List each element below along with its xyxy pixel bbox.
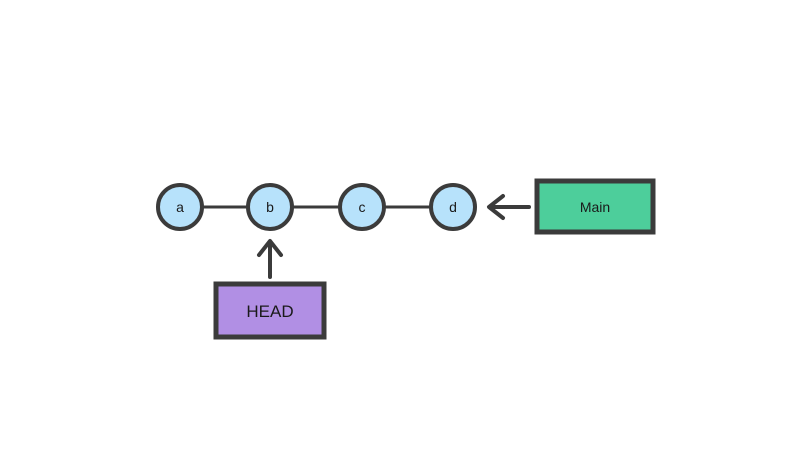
- main-branch-label: Main: [580, 199, 610, 215]
- commit-node-a: [156, 183, 204, 231]
- commit-node-d: [429, 183, 477, 231]
- head-arrow-icon: [257, 239, 283, 279]
- branch-arrow-icon: [487, 194, 531, 220]
- head-rect: [213, 281, 327, 340]
- commit-label-a: a: [176, 199, 184, 215]
- head-box: HEAD: [213, 281, 327, 340]
- commit-label-b: b: [266, 199, 274, 215]
- commit-node-labels: a b c d: [176, 199, 457, 215]
- main-branch-rect: [534, 178, 656, 235]
- commit-label-d: d: [449, 199, 457, 215]
- head-label: HEAD: [246, 302, 293, 321]
- main-branch-box: Main: [534, 178, 656, 235]
- commit-label-c: c: [359, 199, 366, 215]
- commit-node-c: [338, 183, 386, 231]
- commit-node-b: [246, 183, 294, 231]
- commit-nodes: [156, 183, 477, 231]
